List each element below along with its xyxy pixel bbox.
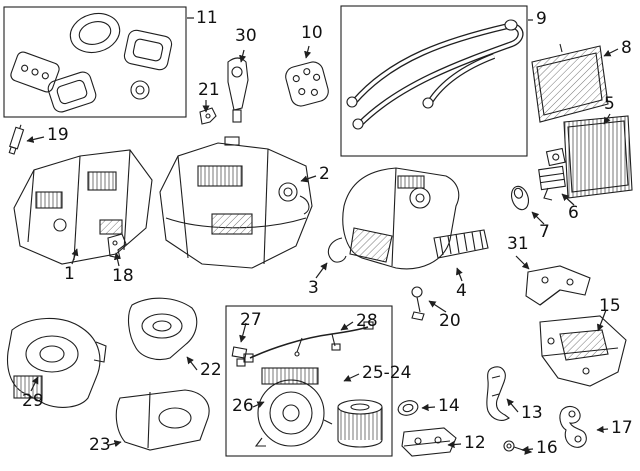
- callout-22: 22: [200, 360, 222, 380]
- callout-arrow-7: [531, 211, 545, 225]
- callout-arrow-15: [596, 309, 607, 332]
- part-30-illustration: [227, 57, 249, 123]
- part-13-illustration: [486, 366, 510, 421]
- part-9-illustration: [346, 19, 524, 130]
- callout-5: 5: [604, 94, 615, 114]
- part-23-illustration: [115, 389, 210, 451]
- callout-6: 6: [568, 203, 579, 223]
- blower-kit-box: [225, 305, 393, 457]
- callout-7: 7: [539, 222, 550, 242]
- part-12-illustration: [401, 427, 457, 457]
- callout-arrow-5: [603, 113, 611, 125]
- callout-19: 19: [47, 125, 69, 145]
- callout-arrow-10: [304, 45, 312, 59]
- callout-arrow-23: [108, 440, 122, 448]
- callout-arrow-3: [315, 262, 328, 279]
- callout-arrow-27: [239, 322, 247, 343]
- callout-18: 18: [112, 266, 134, 286]
- part-3-illustration: [327, 167, 460, 270]
- part-8-illustration: [531, 43, 609, 123]
- part-2-illustration: [159, 136, 313, 269]
- callout-arrow-14: [421, 403, 436, 412]
- callout-8: 8: [621, 38, 632, 58]
- callout-arrow-19: [26, 135, 45, 143]
- callout-17: 17: [611, 418, 633, 438]
- callout-20: 20: [439, 311, 461, 331]
- callout-arrow-30: [239, 49, 247, 63]
- callout-arrow-26: [252, 401, 265, 409]
- part-27-illustration: [231, 346, 248, 367]
- part-26-illustration: [254, 367, 333, 447]
- part-22-illustration: [127, 297, 198, 361]
- part-1-illustration: [13, 149, 153, 265]
- part-28-illustration: [243, 321, 374, 363]
- callout-arrow-8: [603, 48, 619, 57]
- callout-arrow-28: [340, 321, 354, 331]
- part-11-illustration: [10, 12, 173, 113]
- part-10-illustration: [285, 61, 329, 107]
- callout-11: 11: [196, 8, 218, 28]
- part-25-24-illustration: [337, 399, 383, 448]
- callout-arrow-1: [71, 248, 79, 265]
- callout-29: 29: [22, 391, 44, 411]
- callout-13: 13: [521, 403, 543, 423]
- callout-arrow-16: [521, 445, 534, 453]
- part-21-illustration: [199, 107, 217, 125]
- part-20-illustration: [411, 286, 425, 321]
- part-15-illustration: [539, 315, 627, 387]
- part-14-illustration: [397, 400, 419, 416]
- callout-14: 14: [438, 396, 460, 416]
- callout-arrow-18: [113, 252, 121, 267]
- callout-16: 16: [536, 438, 558, 458]
- callout-3: 3: [308, 278, 319, 298]
- callout-arrow-4: [456, 267, 463, 282]
- callout-arrow-17: [596, 425, 609, 433]
- callout-arrow-6: [561, 193, 575, 206]
- part-18-illustration: [107, 233, 127, 259]
- hose-kit-box: [340, 5, 528, 157]
- part-17-illustration: [559, 405, 587, 448]
- callout-arrow-25-24: [343, 373, 360, 382]
- part-16-illustration: [503, 440, 533, 455]
- callout-arrow-22: [186, 356, 198, 371]
- callout-10: 10: [301, 23, 323, 43]
- callout-arrow-20: [428, 300, 447, 313]
- callout-26: 26: [232, 396, 254, 416]
- callout-arrow-2: [300, 175, 317, 183]
- callout-21: 21: [198, 80, 220, 100]
- callout-2: 2: [319, 164, 330, 184]
- callout-arrows: [26, 17, 619, 453]
- callout-9: 9: [536, 9, 547, 29]
- callout-arrow-12: [447, 440, 462, 449]
- callout-23: 23: [89, 435, 111, 455]
- part-7-illustration: [510, 185, 530, 211]
- callout-15: 15: [599, 296, 621, 316]
- callout-arrow-31: [515, 255, 530, 270]
- callout-arrow-13: [506, 398, 519, 413]
- callout-4: 4: [456, 281, 467, 301]
- callout-27: 27: [240, 310, 262, 330]
- part-6-illustration: [538, 165, 566, 201]
- part-19-illustration: [8, 124, 25, 155]
- part-4-illustration: [433, 229, 489, 259]
- callout-arrow-29: [30, 376, 39, 392]
- callout-12: 12: [464, 433, 486, 453]
- seal-kit-box: [3, 6, 187, 118]
- callout-25-24: 25-24: [362, 363, 412, 383]
- callout-1: 1: [64, 264, 75, 284]
- part-5-illustration: [545, 115, 633, 199]
- part-31-illustration: [525, 265, 591, 306]
- callout-28: 28: [356, 311, 378, 331]
- callout-31: 31: [507, 234, 529, 254]
- callout-30: 30: [235, 26, 257, 46]
